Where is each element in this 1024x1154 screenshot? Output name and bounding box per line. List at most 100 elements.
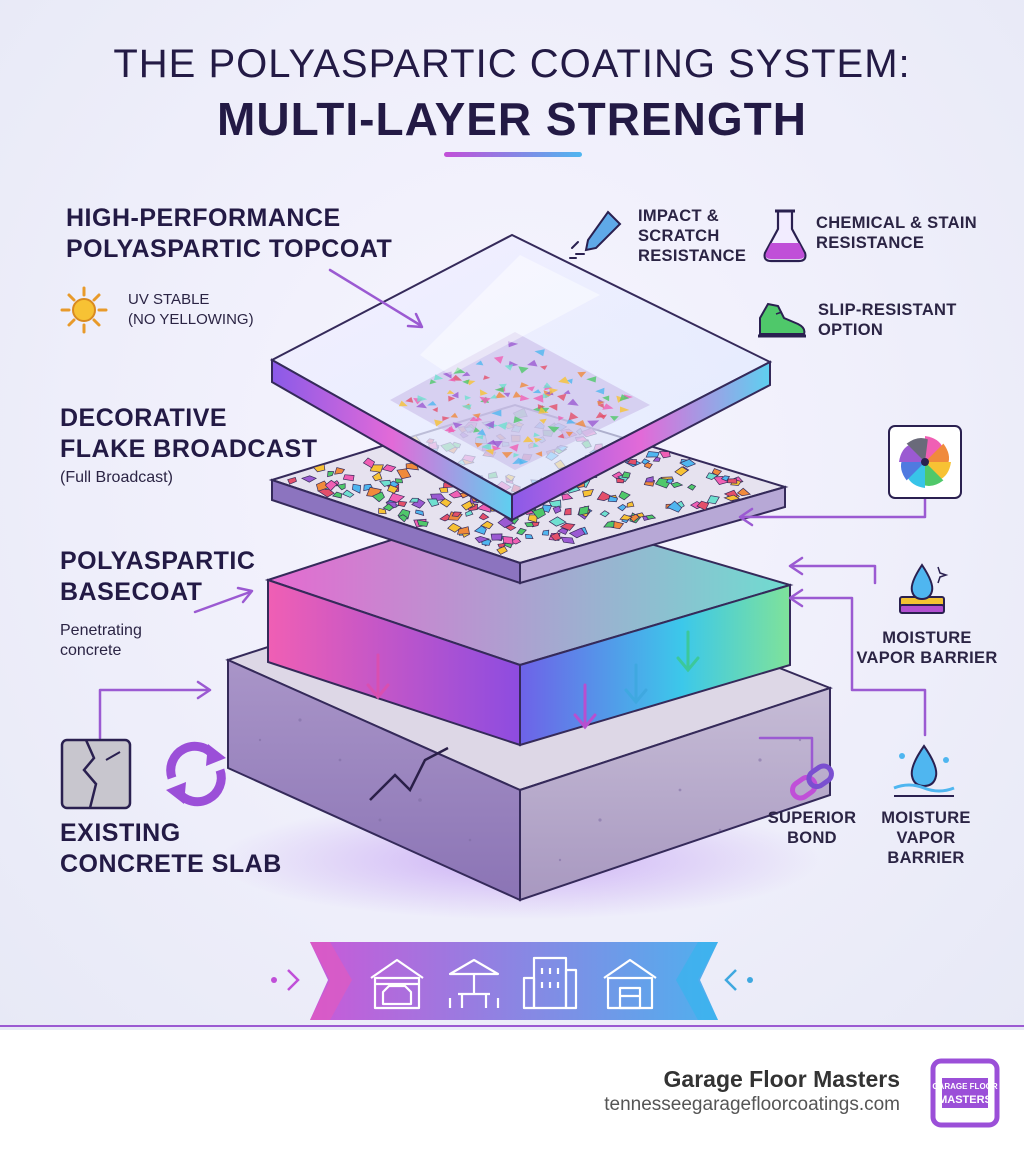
- title-underline: [444, 152, 582, 157]
- flake-chip: [396, 468, 412, 480]
- commercial-building-icon: [522, 956, 578, 1010]
- refresh-cycle-icon: [166, 741, 226, 807]
- chemical-line-1: CHEMICAL & STAIN: [816, 214, 977, 232]
- color-wheel-petal: [922, 462, 944, 487]
- shoe-icon: [758, 302, 806, 338]
- flake-chip: [508, 341, 519, 348]
- flake-chip: [534, 349, 545, 357]
- basecoat-label-line-1: POLYASPARTIC: [60, 547, 256, 575]
- moisture1-line-1: MOISTURE: [882, 629, 972, 647]
- flake-chip: [450, 412, 458, 418]
- flake-chip: [696, 500, 710, 511]
- flake-chip: [621, 471, 631, 479]
- flake-chip: [557, 527, 569, 535]
- flake-chip: [416, 519, 429, 527]
- pen-scratch-icon: [569, 210, 622, 259]
- flake-chip: [537, 404, 545, 410]
- flake-chip: [560, 536, 575, 545]
- flake-chip: [619, 394, 630, 402]
- flake-chip: [652, 456, 661, 462]
- flake-chip: [429, 379, 437, 385]
- flake-chip: [549, 532, 562, 542]
- flake-chip: [513, 452, 520, 458]
- flake-chip: [645, 451, 660, 458]
- flake-chip: [452, 422, 463, 429]
- title-line-2: MULTI-LAYER STRENGTH: [217, 93, 807, 145]
- flake-chip: [619, 514, 633, 521]
- flake-chip: [501, 452, 513, 459]
- flake-chip: [341, 489, 355, 498]
- flake-chip: [525, 534, 534, 539]
- flake-chip: [674, 466, 689, 477]
- flake-chip: [478, 512, 490, 521]
- flake-chip: [578, 505, 590, 516]
- flake-chip: [386, 484, 399, 494]
- bond-feature-label: SUPERIOR BOND: [760, 808, 864, 848]
- flake-label: DECORATIVE FLAKE BROADCAST: [60, 403, 318, 465]
- flake-chip: [559, 523, 576, 531]
- chemical-feature-label: CHEMICAL & STAIN RESISTANCE: [816, 213, 977, 253]
- flake-chip: [658, 450, 671, 459]
- flake-chip: [505, 524, 517, 531]
- flake-chip: [362, 457, 376, 469]
- flake-chip: [557, 393, 567, 401]
- flake-chip: [616, 477, 625, 484]
- flake-chip: [474, 536, 491, 544]
- flake-chip: [324, 479, 338, 492]
- flake-chip: [532, 389, 542, 394]
- flake-chip: [352, 483, 362, 494]
- flake-chip: [558, 415, 564, 421]
- flake-chip: [484, 420, 495, 429]
- flake-label-line-1: DECORATIVE: [60, 404, 228, 432]
- flake-chip: [464, 395, 472, 401]
- flake-chip: [670, 481, 684, 489]
- topcoat-label-line-2: POLYASPARTIC TOPCOAT: [66, 235, 393, 263]
- flake-chip: [503, 392, 511, 398]
- penetration-arrows: [366, 630, 700, 730]
- flake-chip: [381, 464, 397, 473]
- sun-icon: [60, 286, 108, 334]
- flake-chip: [469, 416, 479, 422]
- color-wheel-petal: [925, 443, 950, 465]
- impact-line-1: IMPACT &: [638, 207, 719, 225]
- uv-line-1: UV STABLE: [128, 291, 210, 308]
- flake-chip: [720, 475, 731, 482]
- flake-chip: [618, 490, 631, 501]
- footer: Garage Floor Masters tennesseegaragefloo…: [0, 1030, 1024, 1154]
- flake-chip: [442, 371, 452, 379]
- flake-chip: [397, 514, 408, 523]
- topcoat-layer: [269, 233, 773, 522]
- patio-table-icon: [448, 958, 500, 1008]
- flake-chip: [489, 394, 498, 399]
- color-wheel-petal: [899, 444, 925, 462]
- flake-chip: [479, 389, 488, 396]
- flake-chip: [472, 413, 481, 418]
- flake-chip: [597, 401, 605, 406]
- flake-chip: [599, 510, 610, 518]
- flake-chip: [548, 403, 558, 411]
- uv-stable-label: UV STABLE (NO YELLOWING): [128, 290, 254, 330]
- flake-chip: [512, 457, 524, 464]
- brand-url[interactable]: tennesseegaragefloorcoatings.com: [604, 1094, 900, 1115]
- flake-chip: [312, 463, 326, 473]
- flake-chip: [486, 439, 497, 446]
- flake-chip: [462, 379, 470, 385]
- flake-chip: [598, 414, 607, 420]
- flake-chip: [446, 390, 455, 394]
- brand-logo: GARAGE FLOOR MASTERS: [930, 1058, 1000, 1128]
- flake-chip: [687, 483, 697, 491]
- flake-chip: [582, 488, 594, 498]
- flake-chip: [490, 533, 503, 541]
- flake-chip: [626, 459, 637, 466]
- flake-chip: [497, 542, 507, 548]
- chain-link-icon: [790, 763, 834, 801]
- color-wheel-petal: [907, 462, 925, 488]
- flake-chip: [461, 371, 471, 377]
- chemical-line-2: RESISTANCE: [816, 234, 925, 252]
- flake-chip: [453, 367, 466, 374]
- flake-chip: [480, 520, 494, 530]
- flake-chip: [518, 366, 529, 374]
- flake-chip: [378, 507, 387, 515]
- flake-chip: [602, 395, 610, 402]
- flake-chip: [597, 403, 604, 409]
